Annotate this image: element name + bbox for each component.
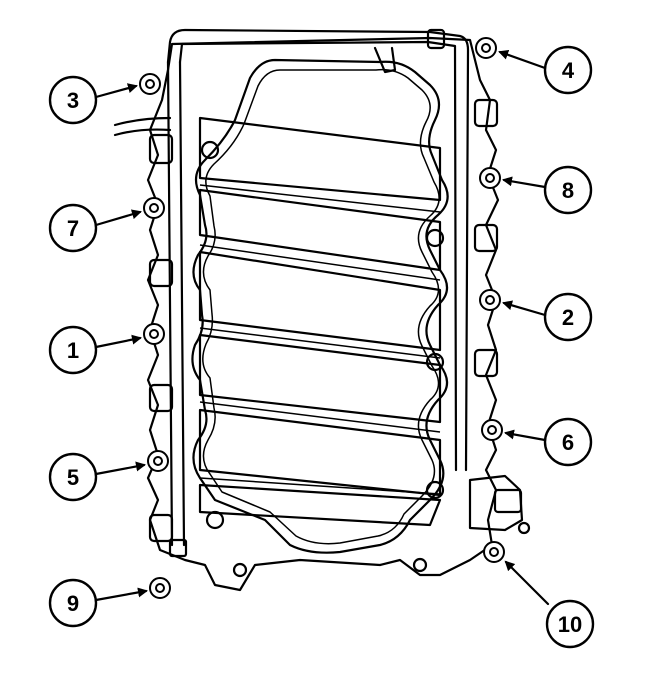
bolt-2 xyxy=(479,289,501,311)
bolt-5 xyxy=(147,450,169,472)
bolt-9 xyxy=(149,577,171,599)
callout-label-10: 10 xyxy=(558,612,582,637)
intake-runners xyxy=(198,116,442,527)
bolt-7 xyxy=(143,197,165,219)
callout-4: 4 xyxy=(543,45,593,95)
callout-1: 1 xyxy=(48,325,98,375)
callout-10: 10 xyxy=(545,599,595,649)
fuel-rail-tubes xyxy=(113,28,470,558)
callout-8: 8 xyxy=(543,165,593,215)
bolt-4 xyxy=(475,37,497,59)
callout-9: 9 xyxy=(48,578,98,628)
callout-label-3: 3 xyxy=(67,88,79,113)
callout-7: 7 xyxy=(48,203,98,253)
callout-label-8: 8 xyxy=(562,178,574,203)
bolts xyxy=(139,37,505,599)
manifold-gasket xyxy=(191,58,449,554)
callout-label-5: 5 xyxy=(67,465,79,490)
callout-label-1: 1 xyxy=(67,338,79,363)
callout-label-2: 2 xyxy=(562,305,574,330)
callout-label-6: 6 xyxy=(562,430,574,455)
bolt-8 xyxy=(479,167,501,189)
bolt-6 xyxy=(481,419,503,441)
bolt-3 xyxy=(139,73,161,95)
callout-arrows xyxy=(94,49,550,606)
callout-label-7: 7 xyxy=(67,216,79,241)
callout-label-9: 9 xyxy=(67,591,79,616)
callout-label-4: 4 xyxy=(562,58,575,83)
bolt-1 xyxy=(143,323,165,345)
injector-bosses xyxy=(148,46,531,578)
callout-5: 5 xyxy=(48,452,98,502)
bolt-10 xyxy=(483,541,505,563)
callout-3: 3 xyxy=(48,75,98,125)
callout-6: 6 xyxy=(543,417,593,467)
callout-2: 2 xyxy=(543,292,593,342)
